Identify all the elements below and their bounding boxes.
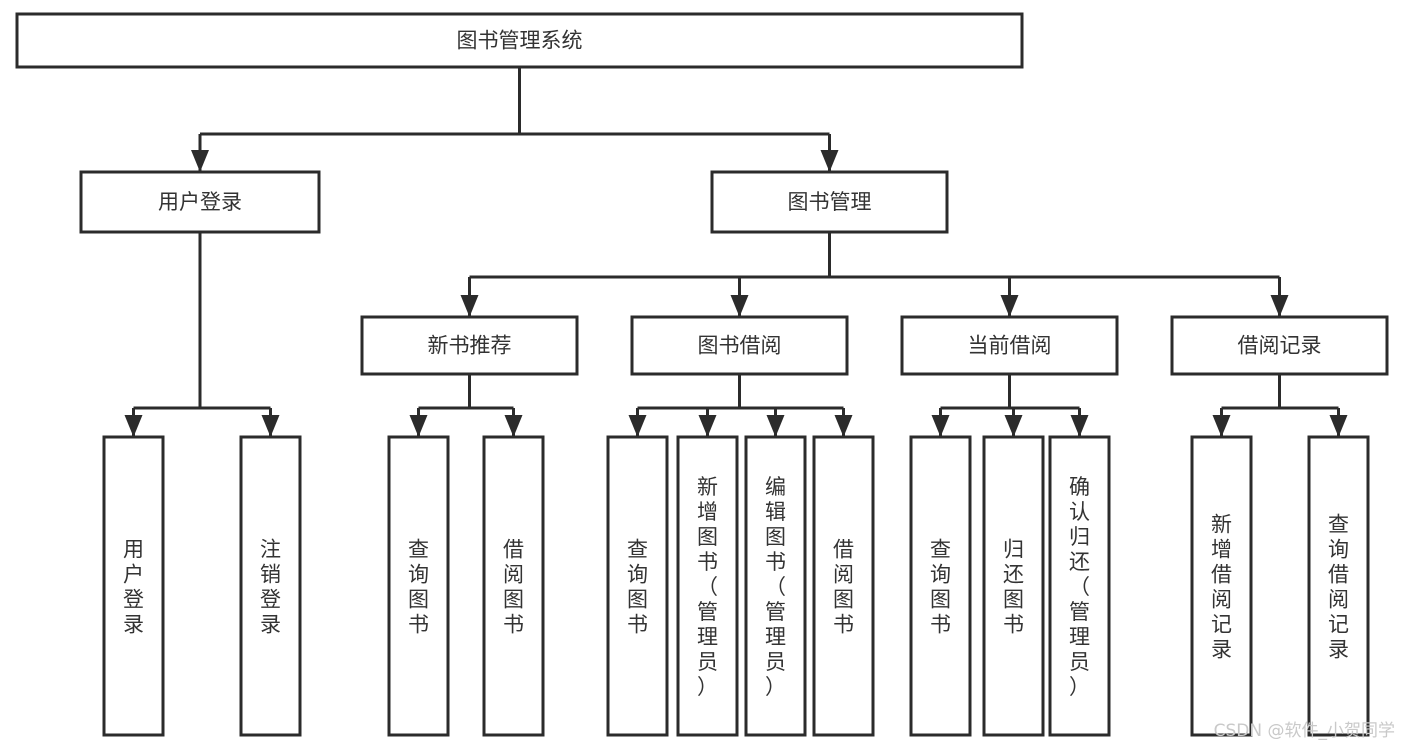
node-box-user-login xyxy=(79,170,321,234)
node-label-book-management: 图书管理 xyxy=(788,190,872,214)
node-box-leaf-query-book-2 xyxy=(606,435,669,737)
node-box-new-book-recommend xyxy=(360,315,579,376)
node-label-leaf-query-book-1: 查询图书 xyxy=(408,538,429,637)
node-box-leaf-borrow-book-1 xyxy=(482,435,545,737)
node-label-leaf-confirm-return: 确认归还（管理员） xyxy=(1069,475,1090,699)
node-label-leaf-user-login: 用户登录 xyxy=(123,538,144,637)
node-label-leaf-edit-book: 编辑图书（管理员） xyxy=(765,475,786,699)
node-label-leaf-query-book-2: 查询图书 xyxy=(627,538,648,637)
node-new-book-recommend[interactable]: 新书推荐 xyxy=(360,315,579,376)
node-leaf-logout-login[interactable]: 注销登录 xyxy=(239,435,302,737)
node-book-borrow[interactable]: 图书借阅 xyxy=(630,315,849,376)
node-leaf-query-book-3[interactable]: 查询图书 xyxy=(909,435,972,737)
node-label-leaf-borrow-book-2: 借阅图书 xyxy=(833,538,854,637)
node-label-leaf-borrow-book-1: 借阅图书 xyxy=(503,538,524,637)
node-leaf-return-book[interactable]: 归还图书 xyxy=(982,435,1045,737)
node-leaf-borrow-book-2[interactable]: 借阅图书 xyxy=(812,435,875,737)
node-borrow-record[interactable]: 借阅记录 xyxy=(1170,315,1389,376)
node-label-new-book-recommend: 新书推荐 xyxy=(428,334,512,358)
node-leaf-query-record[interactable]: 查询借阅记录 xyxy=(1307,435,1370,737)
node-label-book-borrow: 图书借阅 xyxy=(698,334,782,358)
node-box-leaf-logout-login xyxy=(239,435,302,737)
node-box-root xyxy=(15,12,1024,69)
node-book-management[interactable]: 图书管理 xyxy=(710,170,949,234)
node-current-borrow[interactable]: 当前借阅 xyxy=(900,315,1119,376)
node-box-leaf-add-record xyxy=(1190,435,1253,737)
node-box-leaf-query-book-1 xyxy=(387,435,450,737)
node-label-root: 图书管理系统 xyxy=(457,29,583,53)
node-leaf-edit-book[interactable]: 编辑图书（管理员） xyxy=(744,435,807,737)
node-box-borrow-record xyxy=(1170,315,1389,376)
node-label-user-login: 用户登录 xyxy=(158,190,242,214)
node-box-leaf-query-record xyxy=(1307,435,1370,737)
node-label-leaf-add-book: 新增图书（管理员） xyxy=(697,475,718,699)
node-label-leaf-query-book-3: 查询图书 xyxy=(930,538,951,637)
node-box-current-borrow xyxy=(900,315,1119,376)
node-root[interactable]: 图书管理系统 xyxy=(15,12,1024,69)
node-leaf-confirm-return[interactable]: 确认归还（管理员） xyxy=(1048,435,1111,737)
node-box-leaf-return-book xyxy=(982,435,1045,737)
node-leaf-borrow-book-1[interactable]: 借阅图书 xyxy=(482,435,545,737)
node-leaf-user-login[interactable]: 用户登录 xyxy=(102,435,165,737)
node-leaf-query-book-2[interactable]: 查询图书 xyxy=(606,435,669,737)
node-box-leaf-query-book-3 xyxy=(909,435,972,737)
node-box-leaf-add-book xyxy=(676,435,739,737)
node-box-leaf-edit-book xyxy=(744,435,807,737)
node-label-current-borrow: 当前借阅 xyxy=(968,334,1052,358)
node-user-login[interactable]: 用户登录 xyxy=(79,170,321,234)
node-box-leaf-user-login xyxy=(102,435,165,737)
node-layer: 图书管理系统用户登录图书管理新书推荐图书借阅当前借阅借阅记录用户登录注销登录查询… xyxy=(15,12,1389,737)
node-label-leaf-query-record: 查询借阅记录 xyxy=(1328,513,1349,662)
node-label-leaf-add-record: 新增借阅记录 xyxy=(1211,513,1232,662)
node-label-leaf-return-book: 归还图书 xyxy=(1003,538,1024,637)
csdn-watermark: CSDN @软件_小贺同学 xyxy=(1213,721,1395,741)
node-box-leaf-confirm-return xyxy=(1048,435,1111,737)
node-leaf-add-record[interactable]: 新增借阅记录 xyxy=(1190,435,1253,737)
node-leaf-query-book-1[interactable]: 查询图书 xyxy=(387,435,450,737)
node-box-book-borrow xyxy=(630,315,849,376)
node-leaf-add-book[interactable]: 新增图书（管理员） xyxy=(676,435,739,737)
node-box-book-management xyxy=(710,170,949,234)
node-box-leaf-borrow-book-2 xyxy=(812,435,875,737)
connector-layer xyxy=(124,67,1348,437)
node-label-leaf-logout-login: 注销登录 xyxy=(260,538,281,637)
node-label-borrow-record: 借阅记录 xyxy=(1238,334,1322,358)
